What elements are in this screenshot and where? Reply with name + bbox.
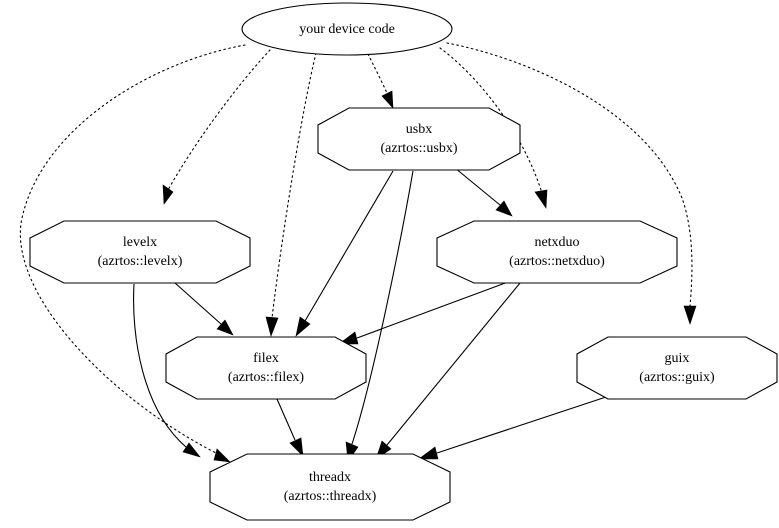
node-levelx[interactable]: levelx (azrtos::levelx): [29, 220, 251, 284]
node-netxduo[interactable]: netxduo (azrtos::netxduo): [436, 220, 678, 284]
node-your-device-code[interactable]: your device code: [241, 2, 453, 56]
edge-guix-to-threadx: [418, 395, 610, 460]
edge-device-to-threadx: [19, 44, 246, 463]
node-label-threadx-name: threadx: [309, 470, 351, 485]
node-label-filex-name: filex: [253, 351, 279, 366]
node-label-levelx-package: (azrtos::levelx): [98, 254, 183, 269]
edge-usbx-to-netxduo: [454, 167, 513, 217]
edge-netxduo-to-filex: [338, 281, 509, 345]
node-label-netxduo-name: netxduo: [534, 235, 579, 250]
edge-device-to-usbx: [367, 53, 394, 109]
node-threadx[interactable]: threadx (azrtos::threadx): [209, 453, 451, 521]
edge-usbx-to-threadx: [345, 170, 414, 462]
edge-levelx-to-threadx: [133, 283, 201, 458]
edge-filex-to-threadx: [276, 398, 304, 457]
node-guix[interactable]: guix (azrtos::guix): [576, 336, 778, 400]
edge-device-to-filex: [265, 52, 317, 337]
node-label-usbx-name: usbx: [406, 122, 432, 137]
edge-device-to-guix: [446, 42, 697, 325]
node-label-device: your device code: [299, 22, 395, 37]
node-label-guix-package: (azrtos::guix): [639, 370, 715, 385]
node-label-filex-package: (azrtos::filex): [228, 370, 305, 385]
edge-levelx-to-filex: [174, 282, 234, 336]
node-label-threadx-package: (azrtos::threadx): [284, 489, 377, 504]
node-label-guix-name: guix: [665, 351, 690, 366]
node-label-usbx-package: (azrtos::usbx): [381, 141, 458, 156]
node-filex[interactable]: filex (azrtos::filex): [165, 336, 367, 400]
edge-device-to-levelx: [162, 49, 271, 205]
node-layer: your device code usbx (azrtos::usbx) lev…: [29, 2, 778, 521]
node-label-netxduo-package: (azrtos::netxduo): [509, 254, 605, 269]
edge-device-to-netxduo: [439, 47, 548, 209]
edge-usbx-to-filex: [295, 170, 394, 337]
node-label-levelx-name: levelx: [123, 235, 157, 250]
node-usbx[interactable]: usbx (azrtos::usbx): [317, 107, 521, 171]
